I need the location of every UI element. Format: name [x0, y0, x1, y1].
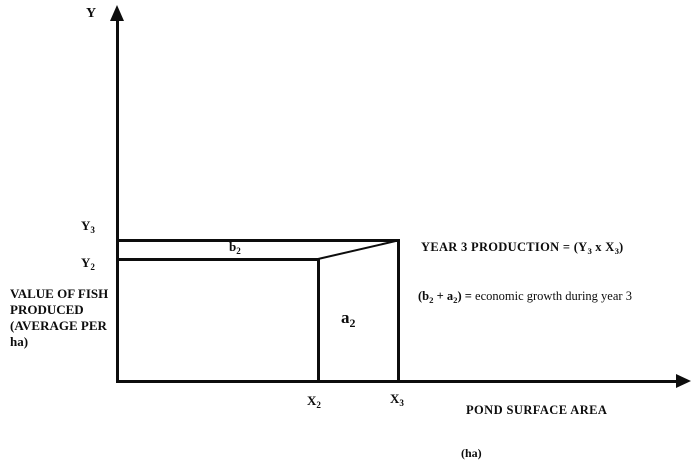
- x-axis-arrow-icon: [676, 374, 691, 388]
- y-axis-letter: Y: [86, 6, 97, 21]
- value-axis-caption-line4: ha): [10, 334, 29, 349]
- y-axis-line: [116, 17, 119, 383]
- economic-growth-annotation: (b2 + a2) = economic growth during year …: [418, 289, 632, 305]
- b2-segment-label: b2: [229, 239, 241, 256]
- x2-tick-label: X2: [307, 393, 321, 410]
- x3-tick-label: X3: [390, 391, 404, 408]
- x3-vertical-line: [397, 239, 400, 383]
- value-axis-caption: VALUE OF FISH PRODUCED (AVERAGE PER ha): [10, 286, 128, 350]
- x-axis-unit: (ha): [461, 446, 482, 460]
- y3-level-line: [116, 239, 399, 242]
- y2-to-y3-diagonal-line: [317, 239, 400, 260]
- y-axis-arrow-icon: [110, 5, 124, 21]
- value-axis-caption-line1: VALUE OF FISH: [10, 286, 109, 301]
- y2-level-line: [116, 258, 319, 261]
- y3-tick-label: Y3: [81, 218, 95, 235]
- x2-vertical-line: [317, 258, 320, 383]
- year3-production-annotation: YEAR 3 PRODUCTION = (Y3 x X3): [421, 240, 624, 256]
- x-axis-caption: POND SURFACE AREA: [466, 403, 608, 417]
- a2-segment-label: a2: [341, 308, 356, 330]
- value-axis-caption-line2: PRODUCED: [10, 302, 84, 317]
- y2-tick-label: Y2: [81, 255, 95, 272]
- value-axis-caption-line3: (AVERAGE PER: [10, 318, 107, 333]
